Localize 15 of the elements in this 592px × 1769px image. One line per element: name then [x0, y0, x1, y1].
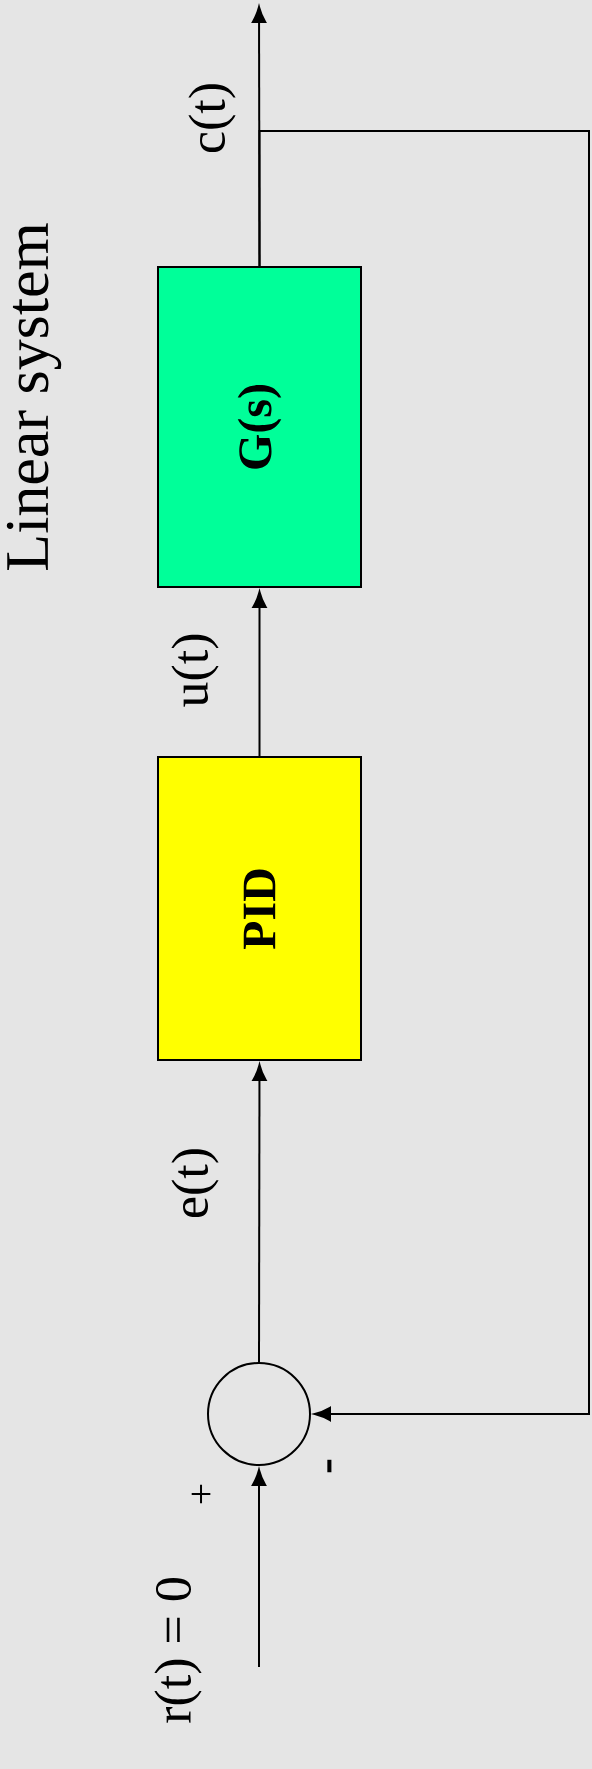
arrow — [251, 1468, 267, 1668]
arrow — [258, 130, 590, 1422]
arrow — [251, 5, 267, 267]
block-box: PID — [157, 756, 362, 1061]
arrow — [252, 1063, 267, 1363]
edge-label: c(t) — [187, 80, 237, 156]
sign-label: + — [191, 1484, 211, 1504]
edge-label: u(t) — [170, 631, 220, 709]
sign-label: - — [327, 1459, 332, 1473]
summing-junction — [207, 1362, 311, 1466]
edge-label: r(t) = 0 — [153, 1575, 203, 1725]
title: Linear system — [6, 223, 62, 570]
edge-label: e(t) — [170, 1145, 220, 1221]
block-box: G(s) — [157, 266, 362, 588]
arrow — [252, 590, 267, 757]
